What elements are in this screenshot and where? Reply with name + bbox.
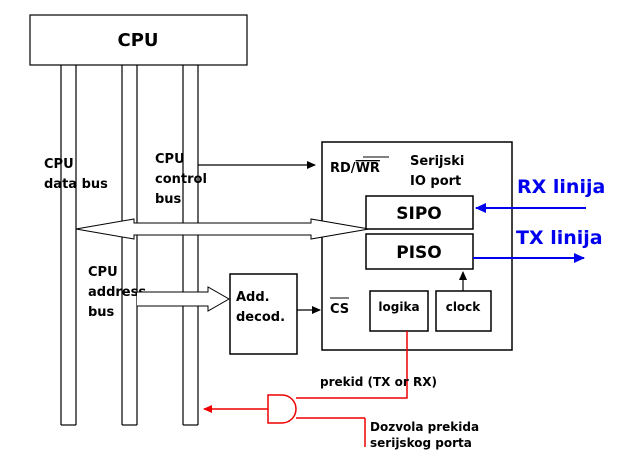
data-bus-label: CPU data bus (44, 157, 108, 192)
data-bus-arrow (75, 218, 370, 240)
logika-box (369, 290, 429, 332)
rx-label: RX linija (517, 176, 605, 198)
address-bus-label: CPU address bus (88, 265, 151, 320)
control-bus-label: CPU control bus (155, 152, 211, 207)
cpu-label: CPU (117, 30, 158, 51)
logika-label: logika (378, 300, 419, 314)
decoder-box (229, 273, 298, 355)
interrupt-label: prekid (TX or RX) (320, 375, 437, 389)
serial-port-box (321, 141, 513, 351)
cs-label: CS (330, 302, 349, 317)
enable-label: Dozvola prekida serijskog porta (370, 420, 483, 450)
sipo-box (365, 195, 474, 230)
sipo-label: SIPO (396, 204, 441, 224)
rd-wr-label: RD/WR (330, 161, 380, 176)
and-gate (267, 394, 297, 424)
piso-label: PISO (396, 243, 441, 263)
clock-label: clock (446, 300, 482, 314)
address-bus-arrow (137, 286, 231, 312)
bus-lines (60, 65, 199, 426)
piso-box (365, 233, 474, 270)
tx-label: TX linija (516, 227, 603, 249)
decoder-label: Add. decod. (236, 290, 285, 325)
wr-label: WR (356, 161, 380, 176)
interrupt-line (300, 331, 408, 399)
cpu-box (29, 14, 248, 66)
serial-port-title: Serijski IO port (410, 154, 469, 189)
